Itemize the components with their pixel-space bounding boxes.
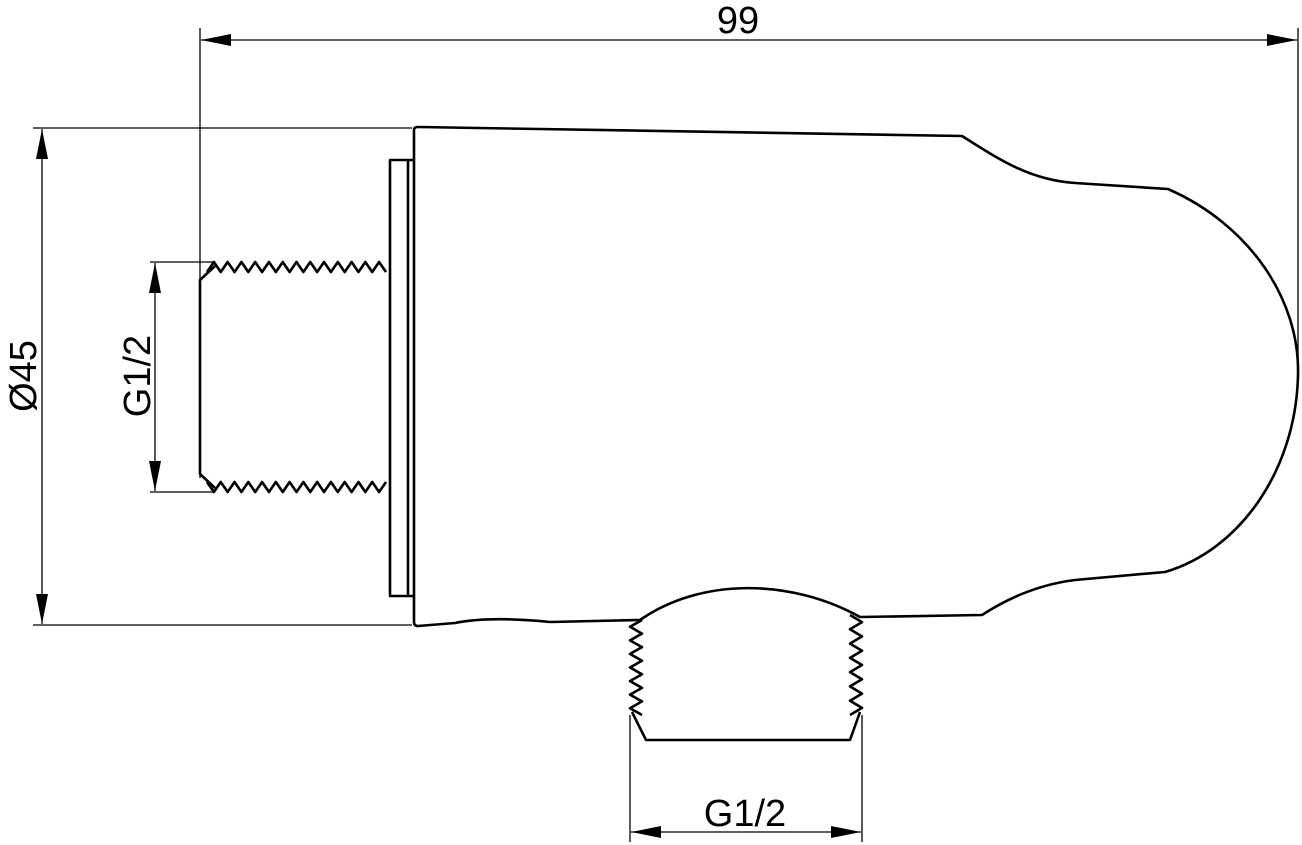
length-label: 99 [717, 0, 759, 42]
bottom-thread [628, 613, 864, 742]
bottom-thread-label: G1/2 [704, 793, 786, 835]
flange [388, 158, 414, 598]
bottom-thread-dimension: G1/2 [629, 715, 863, 842]
rear-thread-label: G1/2 [117, 335, 159, 417]
rear-thread [198, 260, 388, 494]
body-outline [412, 125, 1300, 628]
diameter-dimension: Ø45 [3, 127, 412, 626]
rear-thread-dimension: G1/2 [117, 261, 215, 493]
diameter-label: Ø45 [3, 340, 45, 412]
length-dimension: 99 [199, 0, 1299, 478]
